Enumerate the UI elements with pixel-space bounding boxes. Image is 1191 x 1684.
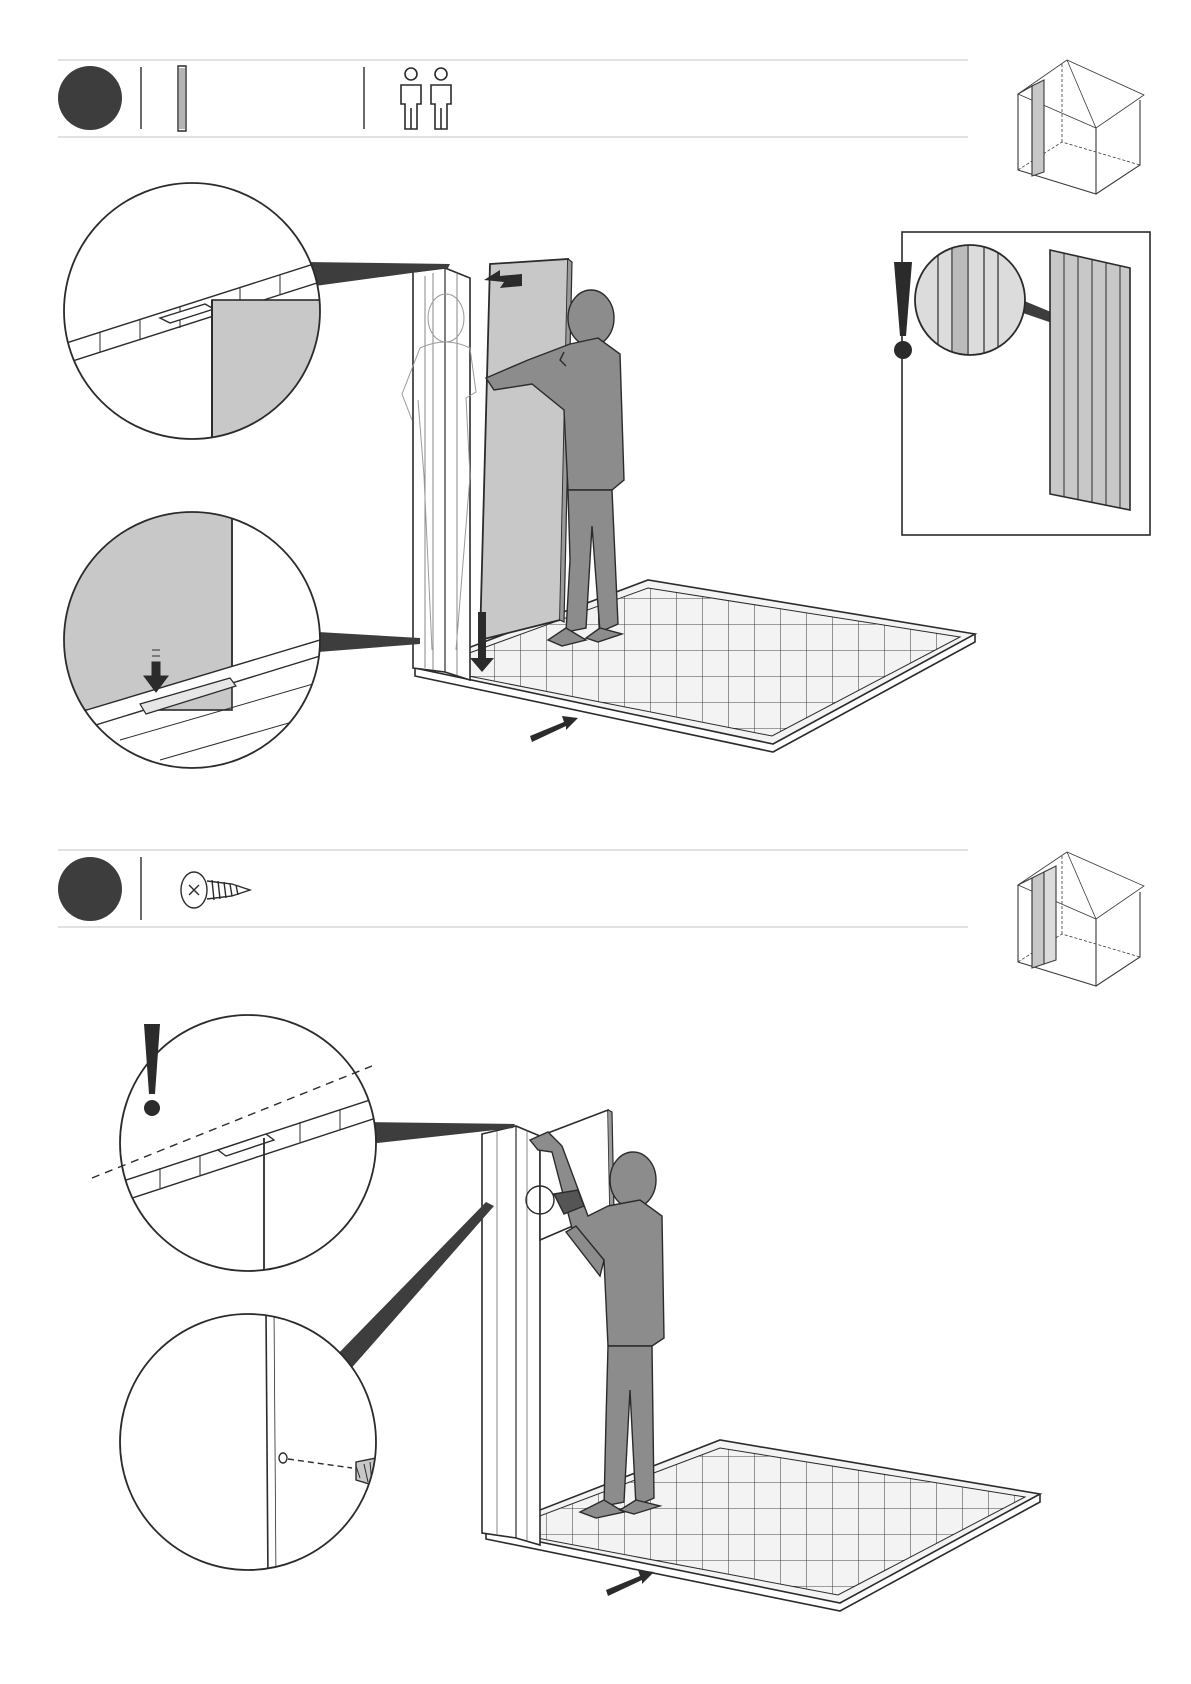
step-2-header xyxy=(58,850,968,927)
bottom-joint-detail-callout xyxy=(60,500,420,768)
wall-panel-icon xyxy=(178,66,186,131)
step-2-number-badge xyxy=(58,857,122,921)
step-2-floor-base xyxy=(486,1440,1040,1611)
two-people-icon xyxy=(401,68,451,129)
screw-icon xyxy=(181,872,250,908)
top-joint-detail-callout xyxy=(60,183,450,450)
direction-arrow-step-2 xyxy=(606,1570,654,1596)
vertical-ribbed-panel xyxy=(1050,250,1130,510)
screw-insertion-detail-callout xyxy=(120,1202,494,1580)
shed-progress-thumbnail-2 xyxy=(1018,852,1144,986)
step-1-number-badge xyxy=(58,66,122,130)
step-1-header xyxy=(58,60,968,137)
shed-progress-thumbnail-1 xyxy=(1018,60,1144,194)
wall-panel-being-placed xyxy=(480,259,572,640)
panel-orientation-warning-box xyxy=(894,232,1150,535)
